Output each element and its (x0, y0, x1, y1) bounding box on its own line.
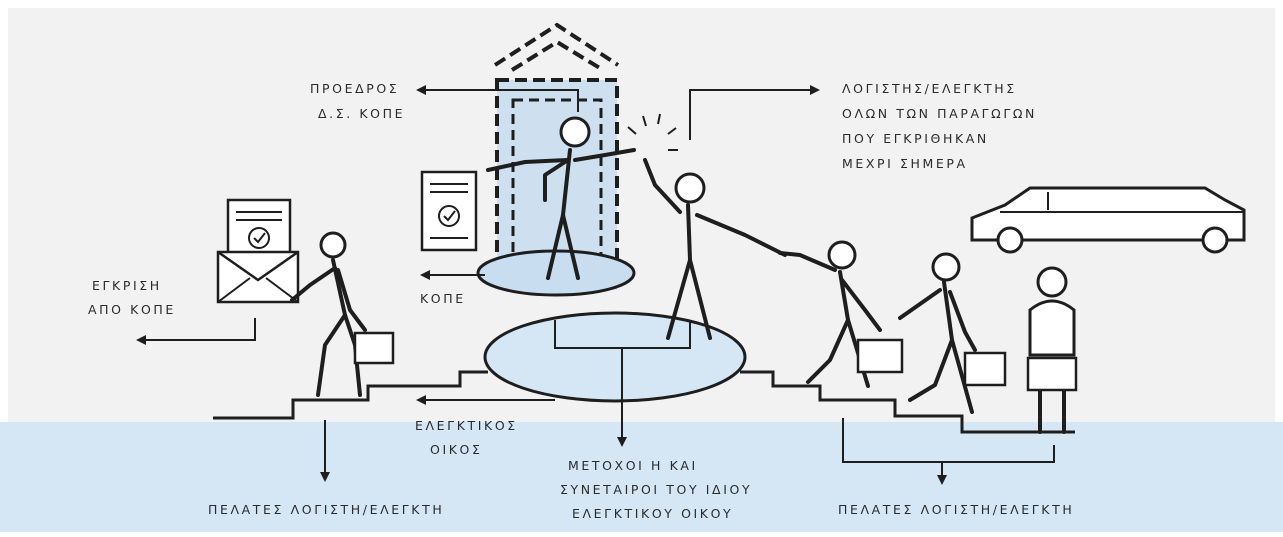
label-accountant-line1: ΛΟΓΙΣΤΗΣ/ΕΛΕΓΚΤΗΣ (842, 81, 1017, 96)
connector-arrows (136, 85, 1055, 485)
certificate-icon (420, 170, 478, 252)
person-right-climber-2 (898, 252, 1007, 414)
label-clients-right: ΠΕΛΑΤΕΣ ΛΟΓΙΣΤΗ/ΕΛΕΓΚΤΗ (838, 502, 1074, 517)
limousine-icon (970, 186, 1246, 254)
lower-band (0, 422, 1283, 532)
label-shareholders-line2: ΣΥΝΕΤΑΙΡΟΙ ΤΟΥ ΙΔΙΟΥ (560, 482, 752, 497)
label-audit-firm-line2: ΟΙΚΟΣ (430, 442, 482, 457)
left-staircase (213, 370, 488, 420)
person-waiting (1026, 266, 1078, 434)
label-accountant-line2: ΟΛΩΝ ΤΩΝ ΠΑΡΑΓΩΓΩΝ (842, 106, 1037, 121)
label-audit-firm-line1: ΕΛΕΓΚΤΙΚΟΣ (415, 418, 518, 433)
podium-ellipse (483, 311, 747, 403)
pedestal-ellipse (476, 249, 636, 297)
label-approval-line1: ΕΓΚΡΙΣΗ (92, 278, 162, 293)
label-accountant-line3: ΠΟΥ ΕΓΚΡΙΘΗΚΑΝ (842, 131, 989, 146)
label-kope: ΚΟΠΕ (420, 291, 466, 306)
label-shareholders-line3: ΕΛΕΓΚΤΙΚΟΥ ΟΙΚΟΥ (572, 506, 733, 521)
spark-lines (627, 113, 678, 151)
envelope-certificate-icon (216, 198, 300, 304)
label-clients-left: ΠΕΛΑΤΕΣ ΛΟΓΙΣΤΗ/ΕΛΕΓΚΤΗ (208, 502, 444, 517)
label-accountant-line4: ΜΕΧΡΙ ΣΗΜΕΡΑ (842, 156, 968, 171)
person-right-climber-1 (778, 240, 904, 388)
label-approval-line2: ΑΠΟ ΚΟΠΕ (88, 302, 176, 317)
person-left-climber (290, 231, 395, 397)
person-accountant (643, 158, 787, 340)
person-president (486, 116, 636, 280)
label-shareholders-line1: ΜΕΤΟΧΟΙ Η ΚΑΙ (568, 458, 698, 473)
right-staircase (740, 370, 1075, 434)
label-president-line1: ΠΡΟΕΔΡΟΣ (310, 81, 399, 96)
label-president-line2: Δ.Σ. ΚΟΠΕ (318, 106, 405, 121)
